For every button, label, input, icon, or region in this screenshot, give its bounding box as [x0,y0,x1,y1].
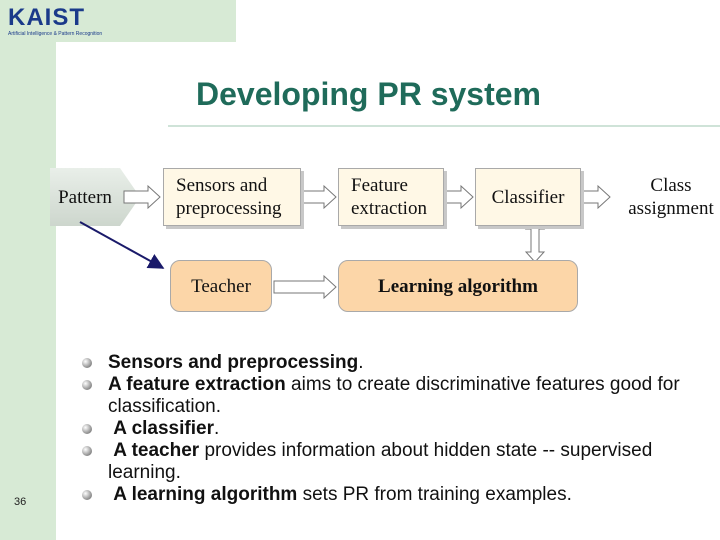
bullet-text: . [213,418,220,439]
bullet-text: provides information about hidden state … [108,440,653,483]
arrow-pattern-to-teacher [79,221,165,269]
classifier-box: Classifier [475,168,581,226]
bullet-dot [82,446,92,456]
bullet-term: A learning algorithm [113,484,298,505]
bullet-term: Sensors and preprocessing [108,352,359,373]
bullet-item: A teacher provides information about hid… [82,440,682,484]
bullet-text: sets PR from training examples. [297,484,572,505]
class-assignment-label: Class assignment [616,174,720,220]
arrow-teacher-to-learning [273,274,337,300]
bullet-item: Sensors and preprocessing. [82,352,682,374]
slide-title: Developing PR system [196,76,541,112]
arrow-feature-to-classifier [445,184,474,210]
bullet-item: A learning algorithm sets PR from traini… [82,484,682,506]
page-number: 36 [14,496,27,508]
classifier-label: Classifier [491,187,565,208]
learning-algorithm-label: Learning algorithm [378,276,538,297]
sensors-label-line2: preprocessing [176,198,282,219]
sensors-label-line1: Sensors and [176,175,268,196]
logo-subtitle: Artificial Intelligence & Pattern Recogn… [8,31,103,37]
bullet-item: A feature extraction aims to create disc… [82,374,682,418]
bullet-item: A classifier. [82,418,682,440]
teacher-label: Teacher [191,276,251,297]
learning-algorithm-box: Learning algorithm [338,260,578,312]
left-margin-band [0,0,56,540]
arrow-classifier-to-class [581,184,611,210]
bullet-dot [82,358,92,368]
bullet-term: A classifier [113,418,214,439]
arrow-pattern-to-sensors [123,184,161,210]
kaist-logo: KAIST [8,4,85,31]
bullet-text: . [358,352,364,373]
bullet-dot [82,490,92,500]
sensors-box: Sensors and preprocessing [163,168,301,226]
feature-label-line2: extraction [351,198,427,219]
bullet-dot [82,424,92,434]
bullet-list: Sensors and preprocessing. A feature ext… [82,352,682,506]
pattern-label: Pattern [58,187,112,208]
pattern-shape [50,168,140,226]
bullet-term: A feature extraction [108,374,286,395]
bullet-term: A teacher [113,440,200,461]
bullet-text: aims to create discriminative features g… [108,374,680,417]
feature-box: Feature extraction [338,168,444,226]
feature-label-line1: Feature [351,175,408,196]
teacher-box: Teacher [170,260,272,312]
title-divider [168,125,720,127]
class-label-line2: assignment [628,198,714,219]
class-label-line1: Class [650,175,692,196]
arrow-sensors-to-feature [302,184,337,210]
bullet-dot [82,380,92,390]
